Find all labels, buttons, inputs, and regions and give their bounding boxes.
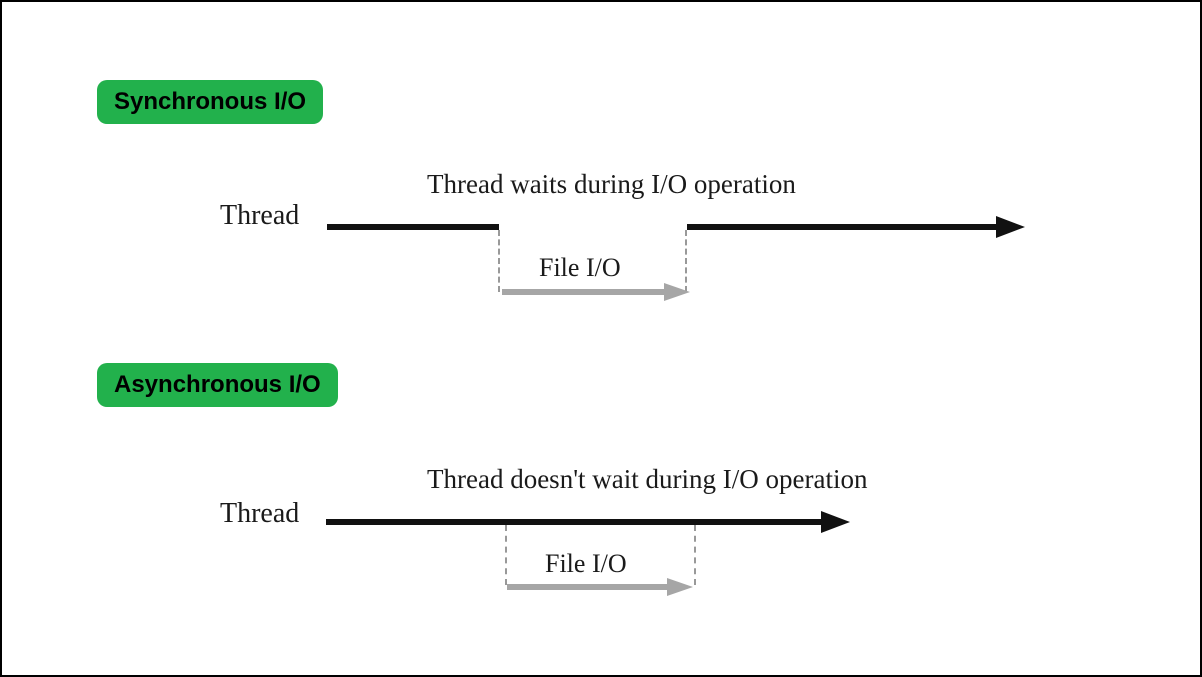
sync-io-start-dashed-line	[498, 230, 500, 292]
async-file-io-arrowhead-icon	[667, 578, 693, 596]
asynchronous-io-badge: Asynchronous I/O	[97, 363, 338, 407]
sync-file-io-arrow	[502, 289, 664, 295]
sync-thread-label: Thread	[220, 200, 300, 231]
async-file-io-label: File I/O	[545, 549, 627, 578]
async-thread-arrowhead-icon	[821, 511, 850, 533]
sync-io-end-dashed-line	[685, 230, 687, 292]
async-thread-label: Thread	[220, 498, 300, 529]
asynchronous-io-badge-label: Asynchronous I/O	[114, 371, 321, 398]
sync-caption: Thread waits during I/O operation	[427, 169, 796, 199]
async-caption: Thread doesn't wait during I/O operation	[427, 464, 868, 494]
async-io-end-dashed-line	[694, 525, 696, 585]
synchronous-io-badge-label: Synchronous I/O	[114, 88, 307, 115]
sync-thread-arrowhead-icon	[996, 216, 1025, 238]
sync-file-io-arrowhead-icon	[664, 283, 690, 301]
async-io-start-dashed-line	[505, 525, 507, 585]
sync-thread-line-before-io	[327, 224, 499, 230]
async-file-io-arrow	[507, 584, 667, 590]
synchronous-io-badge: Synchronous I/O	[97, 80, 324, 124]
sync-file-io-label: File I/O	[539, 253, 621, 282]
sync-thread-line-after-io	[687, 224, 997, 230]
async-thread-line	[326, 519, 822, 525]
